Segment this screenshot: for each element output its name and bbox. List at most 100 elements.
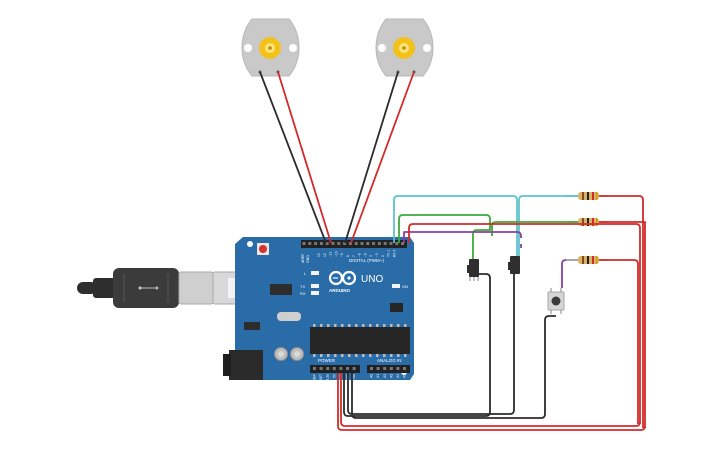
slide-switch-toggle[interactable] [508, 262, 512, 270]
header-pin[interactable] [403, 367, 406, 370]
usb-plug-metal [178, 271, 214, 305]
header-pin[interactable] [360, 242, 364, 245]
header-pin[interactable] [308, 242, 312, 245]
slide-switch-1[interactable] [467, 259, 479, 281]
header-pin[interactable] [302, 242, 306, 245]
header-pin[interactable] [319, 242, 323, 245]
power-header-label: POWER [318, 358, 336, 363]
wire-green[interactable] [398, 214, 491, 259]
wires [259, 71, 646, 431]
digital-pin-label: 13 [317, 253, 321, 257]
led-tx [311, 284, 319, 288]
wire-green[interactable] [491, 221, 578, 236]
header-pin[interactable] [331, 242, 335, 245]
led-on-label: ON [402, 284, 408, 289]
digital-pin-label: 8 [346, 255, 350, 257]
header-pin[interactable] [343, 242, 347, 245]
power-pin-label: 5V [332, 373, 336, 378]
wire-teal[interactable] [518, 195, 578, 259]
slide-switch-toggle[interactable] [467, 265, 471, 273]
aref-label: AREF [301, 254, 305, 263]
atmega-chip [310, 327, 410, 354]
header-pin[interactable] [401, 242, 405, 245]
led-tx-label: TX [300, 284, 305, 289]
wire-black[interactable] [259, 71, 327, 244]
header-pin[interactable] [354, 242, 358, 245]
analog-pin-label: A2 [383, 374, 387, 378]
header-pin[interactable] [366, 242, 370, 245]
digital-pin-label: TX 1 [387, 250, 391, 257]
digital-pin-label: 4 [369, 255, 373, 257]
dc-motor-right[interactable] [375, 18, 434, 77]
header-pin[interactable] [313, 367, 316, 370]
header-pin[interactable] [383, 242, 387, 245]
icsp-header [390, 303, 403, 312]
dc-motor-left[interactable] [241, 18, 300, 77]
digital-pin-label: ~5 [363, 253, 367, 257]
wire-red-5v-bus[interactable] [337, 373, 646, 431]
digital-pin-label: 7 [352, 255, 356, 257]
analog-header [367, 365, 410, 373]
wire-black-gnd-bus[interactable] [351, 315, 556, 419]
wire-black-gnd-bus[interactable] [347, 274, 515, 415]
wire-red[interactable] [350, 71, 415, 244]
analog-header-label: ANALOG IN [377, 358, 402, 363]
push-button[interactable] [547, 288, 565, 314]
wire-purple[interactable] [561, 259, 567, 288]
header-pin[interactable] [314, 242, 318, 245]
header-pin[interactable] [376, 367, 380, 370]
header-pin[interactable] [325, 242, 329, 245]
led-on [392, 284, 400, 288]
analog-pin-label: A3 [389, 374, 393, 378]
slide-switch-body [510, 256, 520, 274]
wire-teal[interactable] [393, 195, 518, 259]
header-pin[interactable] [332, 367, 336, 370]
slide-switch-2[interactable] [508, 256, 520, 274]
digital-pin-label: ~9 [340, 253, 344, 257]
header-pin[interactable] [396, 367, 400, 370]
header-pin[interactable] [370, 367, 373, 370]
power-pin-label: 3.3V [326, 373, 330, 380]
reset-button-cap[interactable] [259, 245, 267, 253]
header-pin[interactable] [395, 242, 399, 245]
header-pin[interactable] [326, 367, 330, 370]
wire-purple[interactable] [403, 231, 522, 243]
wire-red[interactable] [408, 223, 641, 424]
digital-pin-label: ~11 [329, 251, 333, 257]
analog-pin-label: A1 [376, 374, 380, 378]
digital-header-label: DIGITAL (PWM~) [349, 258, 384, 263]
digital-pin-label: ~3 [375, 253, 379, 257]
power-pin-label: IOREF [313, 374, 317, 384]
wire-red[interactable] [599, 221, 646, 428]
header-pin[interactable] [372, 242, 376, 245]
wire-red-5v-bus[interactable] [340, 373, 641, 427]
wire-red[interactable] [277, 71, 332, 244]
wire-red[interactable] [599, 195, 644, 428]
header-pin[interactable] [337, 242, 341, 245]
header-pin[interactable] [352, 367, 356, 370]
digital-pin-label: 12 [323, 253, 327, 257]
usb-interface-chip [270, 284, 292, 295]
header-pin[interactable] [346, 367, 349, 370]
header-pin[interactable] [389, 367, 393, 370]
analog-pin-label: A0 [370, 374, 374, 378]
header-pin[interactable] [377, 242, 381, 245]
digital-pin-label: 2 [381, 255, 385, 257]
push-button-cap[interactable] [551, 296, 561, 306]
led-rx [311, 291, 319, 295]
header-pin[interactable] [319, 367, 323, 370]
digital-header [301, 240, 407, 248]
led-l-label: L [304, 271, 307, 276]
wire-black[interactable] [344, 71, 399, 244]
header-pin[interactable] [383, 367, 387, 370]
board-brand-label: ARDUINO [329, 288, 350, 293]
header-pin[interactable] [339, 367, 343, 370]
header-pin[interactable] [389, 242, 393, 245]
crystal-oscillator [277, 312, 301, 321]
header-pin[interactable] [348, 242, 352, 245]
wire-red[interactable] [599, 259, 639, 424]
usb-symbol-icon [138, 286, 159, 290]
